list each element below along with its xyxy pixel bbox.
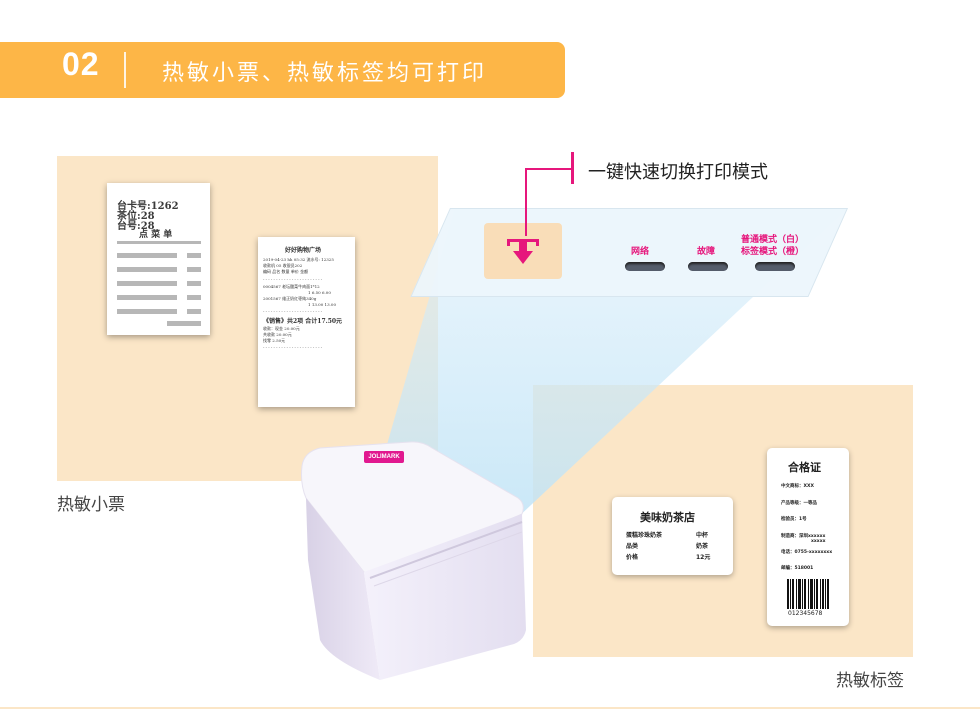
callout-text: 一键快速切换打印模式 [588,162,768,183]
receipt-row [117,253,177,258]
receipt-divider: - - - - - - - - - - - - - - - - - - - - … [263,309,323,314]
section-title: 热敏小票、热敏标签均可打印 [162,61,488,86]
label-field: 品类 [626,543,639,550]
label-field: 邮编：518001 [781,566,814,571]
footer-line [0,707,980,709]
mode-led [755,262,795,271]
receipt-row [117,241,201,244]
receipt-line: 1 13.00 13.00 [308,302,336,307]
printer-brand-logo: JOLIMARK [364,451,404,463]
receipt-row [187,267,201,272]
receipt-caption: 热敏小票 [57,495,125,515]
receipt-line: 台卡号:1262 [117,201,179,212]
callout-line-v [525,168,527,236]
mode-indicator-label: 普通模式（白） 标签模式（橙） [741,234,804,258]
section-number: 02 [62,46,100,82]
receipt-row [117,281,177,286]
arrow-down-icon [507,239,539,264]
network-led [625,262,665,271]
milk-tea-label: 美味奶茶店 蛋糕珍珠奶茶 中杯 品类 奶茶 价格 12元 [612,497,733,575]
label-field: 电话：0755-xxxxxxxx [781,550,833,555]
mode-label-label: 标签模式（橙） [741,247,805,257]
label-field: 制造商：深圳xxxxxx [781,534,826,539]
receipt-line: 茶位:28 [117,211,155,222]
fault-indicator-label: 故障 [697,247,716,257]
receipt-line: 收款机 05 收银员202 [263,263,303,268]
label-field: 产品等级：一等品 [781,501,817,506]
label-field: 中文商标：XXX [781,484,814,489]
receipt-row [187,281,201,286]
label-title: 合格证 [788,461,821,474]
certificate-label: 合格证 中文商标：XXX 产品等级：一等品 检验员：1号 制造商：深圳xxxxx… [767,448,849,626]
callout-line-h [525,168,573,170]
receipt-row [167,321,201,326]
mode-normal-label: 普通模式（白） [741,235,805,245]
label-caption: 热敏标签 [836,671,904,691]
receipt-line: 1 6.50 6.00 [308,290,331,295]
receipt-divider: - - - - - - - - - - - - - - - - - - - - … [263,345,323,350]
receipt-row [117,309,177,314]
receipt-line: 编码 品名 数量 单价 金额 [263,269,309,274]
receipt-line: 0004567 老坛酸菜牛肉面1*12 [263,284,320,289]
receipt-row [187,253,201,258]
thermal-printer [301,441,526,680]
label-field: 检验员：1号 [781,517,807,522]
receipt-total: 《销售》共2项 合计17.50元 [263,318,343,325]
fault-led [688,262,728,271]
label-value: 中杯 [696,532,709,539]
label-field: 价格 [626,554,639,561]
receipt-row [187,295,201,300]
receipt-row [117,295,177,300]
shopping-receipt: 好好购物广场 2019-04-23 hh 05:32 流水号: 12325 收款… [258,237,355,407]
label-title: 美味奶茶店 [640,511,695,524]
receipt-line: 点 菜 单 [139,230,173,240]
receipt-line: 收款：现金 20.00元 [263,326,300,331]
label-value: 奶茶 [696,543,709,550]
banner-divider [124,52,126,88]
order-receipt: 台卡号:1262 茶位:28 台号:28 点 菜 单 [107,183,210,335]
receipt-title: 好好购物广场 [285,247,322,254]
barcode-number: 012345678 [788,610,823,617]
receipt-line: 共收款 20.00元 [263,332,292,337]
label-value: 12元 [696,554,711,561]
header-banner [0,42,565,98]
label-field: xxxxx [811,539,826,544]
receipt-line: 台号:28 [117,221,155,232]
receipt-row [117,267,177,272]
receipt-line: 2001567 维正奶红枣纯340g [263,296,317,301]
label-field: 蛋糕珍珠奶茶 [626,532,663,539]
network-indicator-label: 网络 [631,247,650,257]
receipt-row [187,309,201,314]
receipt-divider: - - - - - - - - - - - - - - - - - - - - … [263,277,323,282]
receipt-line: 2019-04-23 hh 05:32 流水号: 12325 [263,257,334,262]
receipt-line: 找零 2.50元 [263,338,286,343]
barcode-icon [787,579,829,609]
